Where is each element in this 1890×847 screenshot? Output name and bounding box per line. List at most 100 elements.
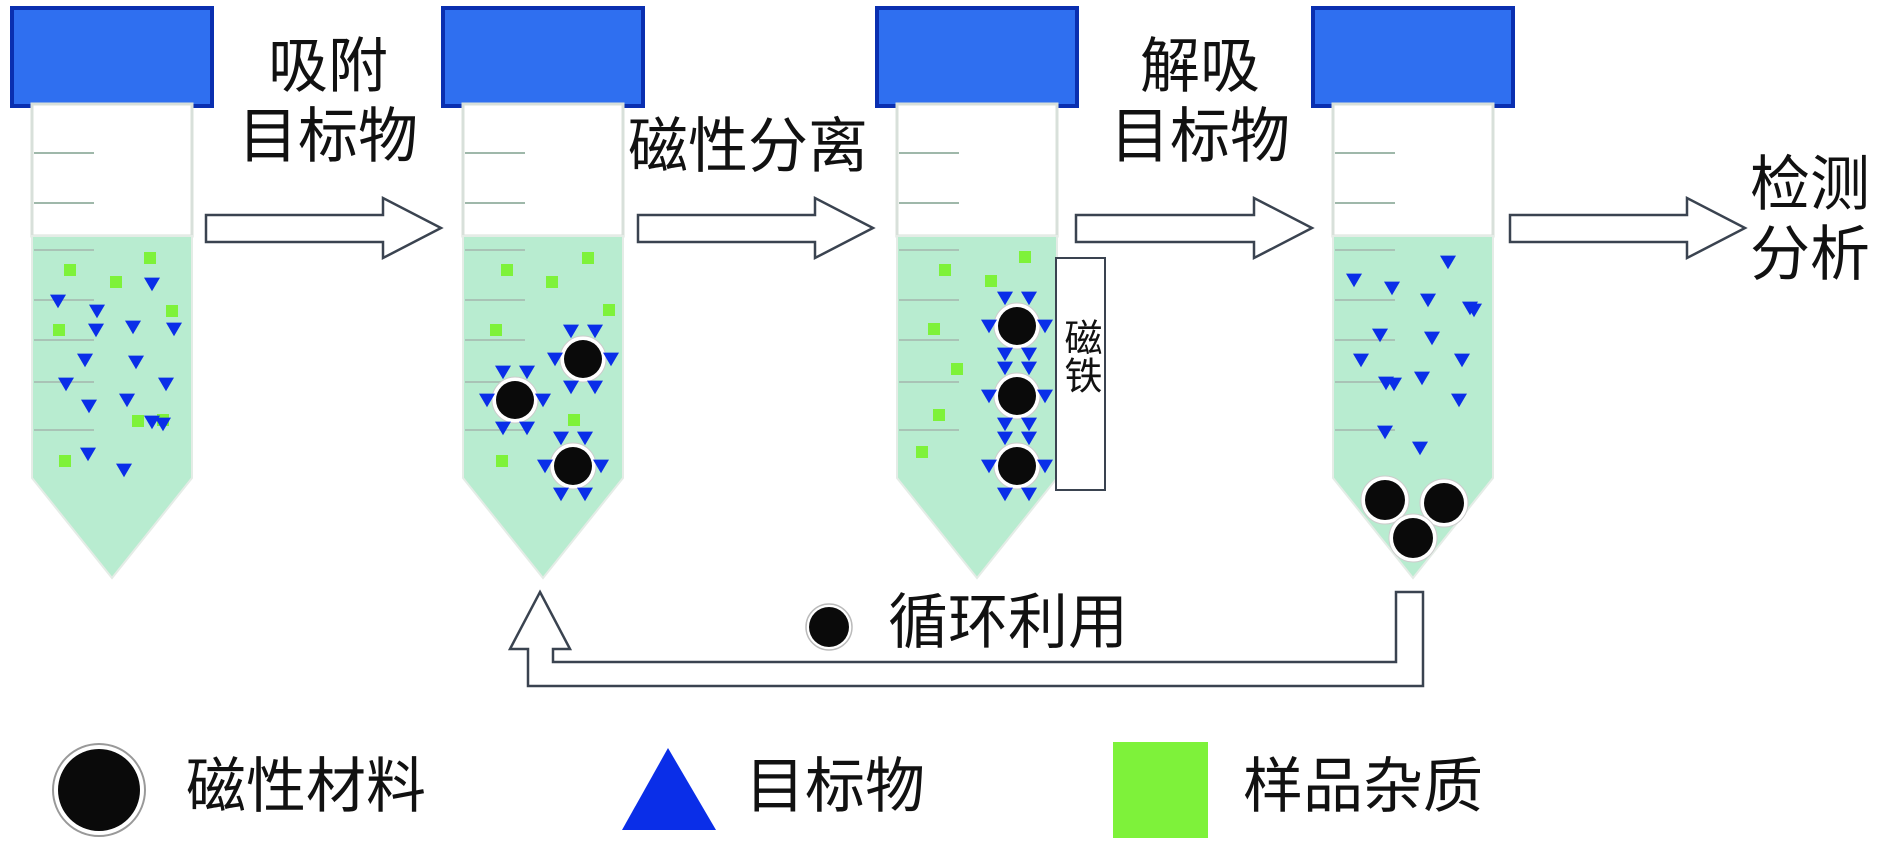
magnetic-particle-core (564, 340, 602, 378)
target-molecule (1414, 371, 1430, 386)
target-molecule (1384, 281, 1400, 296)
magnet-label: 磁铁 (1058, 318, 1102, 394)
impurity-particle (928, 323, 940, 335)
target-molecule (519, 365, 535, 380)
target-molecule (495, 365, 511, 380)
impurity-particle (582, 252, 594, 264)
magnetic-particle-core (1424, 483, 1464, 523)
legend-label-magnetic-material: 磁性材料 (186, 752, 426, 822)
target-molecule (125, 320, 141, 335)
target-molecule (997, 431, 1013, 446)
tube-cap (441, 6, 645, 108)
impurity-particle (496, 455, 508, 467)
legend-label-impurity: 样品杂质 (1243, 752, 1483, 822)
impurity-particle (603, 304, 615, 316)
target-molecule (1451, 393, 1467, 408)
impurity-particle (985, 275, 997, 287)
target-molecule (553, 431, 569, 446)
target-molecule (1037, 389, 1053, 404)
target-molecule (1037, 459, 1053, 474)
magnetic-particle (1419, 478, 1469, 528)
target-molecule (1454, 353, 1470, 368)
step-label-magnetic-separation: 磁性分离 (628, 112, 868, 182)
tube-adsorption (441, 6, 645, 580)
tube-upper (30, 102, 194, 238)
target-molecule (997, 291, 1013, 306)
target-molecule (1021, 291, 1037, 306)
tube-sample (10, 6, 214, 580)
target-molecule (1021, 347, 1037, 362)
impurity-particle (53, 324, 65, 336)
target-molecule (1466, 303, 1482, 318)
target-molecule (1037, 319, 1053, 334)
target-molecule (116, 463, 132, 478)
bound-magnetic-particle (537, 431, 609, 502)
tube-upper (1331, 102, 1495, 238)
target-molecule (144, 277, 160, 292)
target-molecule (997, 487, 1013, 502)
target-molecule (50, 294, 66, 309)
magnetic-particle-core (998, 307, 1036, 345)
target-molecule (1021, 431, 1037, 446)
impurity-particle (59, 455, 71, 467)
tube-liquid (31, 235, 193, 580)
target-molecule (563, 380, 579, 395)
step-label-adsorb: 吸附 目标物 (228, 32, 428, 172)
target-molecule (535, 393, 551, 408)
step-label-adsorb-line1: 吸附 (268, 32, 388, 102)
target-molecule (1412, 441, 1428, 456)
step-label-desorb: 解吸 目标物 (1090, 32, 1310, 172)
target-molecule (1372, 328, 1388, 343)
target-molecule (1424, 331, 1440, 346)
legend-impurity-icon (1113, 742, 1208, 838)
target-molecule (77, 353, 93, 368)
step-label-desorb-line1: 解吸 (1140, 32, 1260, 102)
target-molecule (1021, 417, 1037, 432)
impurity-particle (132, 415, 144, 427)
target-molecule (58, 377, 74, 392)
target-molecule (88, 323, 104, 338)
impurity-particle (951, 363, 963, 375)
tube-cap (10, 6, 214, 108)
target-molecule (553, 487, 569, 502)
tube-cap (1311, 6, 1515, 108)
impurity-particle (546, 276, 558, 288)
magnet (1055, 257, 1106, 491)
impurity-particle (933, 409, 945, 421)
tube-separation (875, 6, 1106, 580)
impurity-particle (110, 276, 122, 288)
target-molecule (1377, 425, 1393, 440)
tube-upper (461, 102, 625, 238)
target-molecule (144, 415, 160, 430)
target-molecule (587, 324, 603, 339)
target-molecule (495, 421, 511, 436)
bound-magnetic-particle (981, 361, 1053, 432)
target-molecule (519, 421, 535, 436)
magnetic-particle-core (496, 381, 534, 419)
target-molecule (89, 304, 105, 319)
impurity-particle (916, 446, 928, 458)
magnetic-particle (1360, 475, 1410, 525)
impurity-particle (166, 305, 178, 317)
target-molecule (80, 447, 96, 462)
impurity-particle (144, 252, 156, 264)
target-molecule (547, 352, 563, 367)
impurity-particle (568, 414, 580, 426)
target-molecule (981, 319, 997, 334)
target-molecule (128, 355, 144, 370)
recycle-particle-icon (809, 607, 849, 647)
target-molecule (593, 459, 609, 474)
target-molecule (1386, 377, 1402, 392)
impurity-particle (64, 264, 76, 276)
target-molecule (537, 459, 553, 474)
legend-target-icon (622, 748, 716, 830)
step-label-detect-line2: 分析 (1750, 220, 1870, 290)
target-molecule (1021, 361, 1037, 376)
target-molecule (81, 399, 97, 414)
tube-upper (895, 102, 1059, 238)
target-molecule (119, 393, 135, 408)
target-molecule (166, 322, 182, 337)
target-molecule (1440, 255, 1456, 270)
